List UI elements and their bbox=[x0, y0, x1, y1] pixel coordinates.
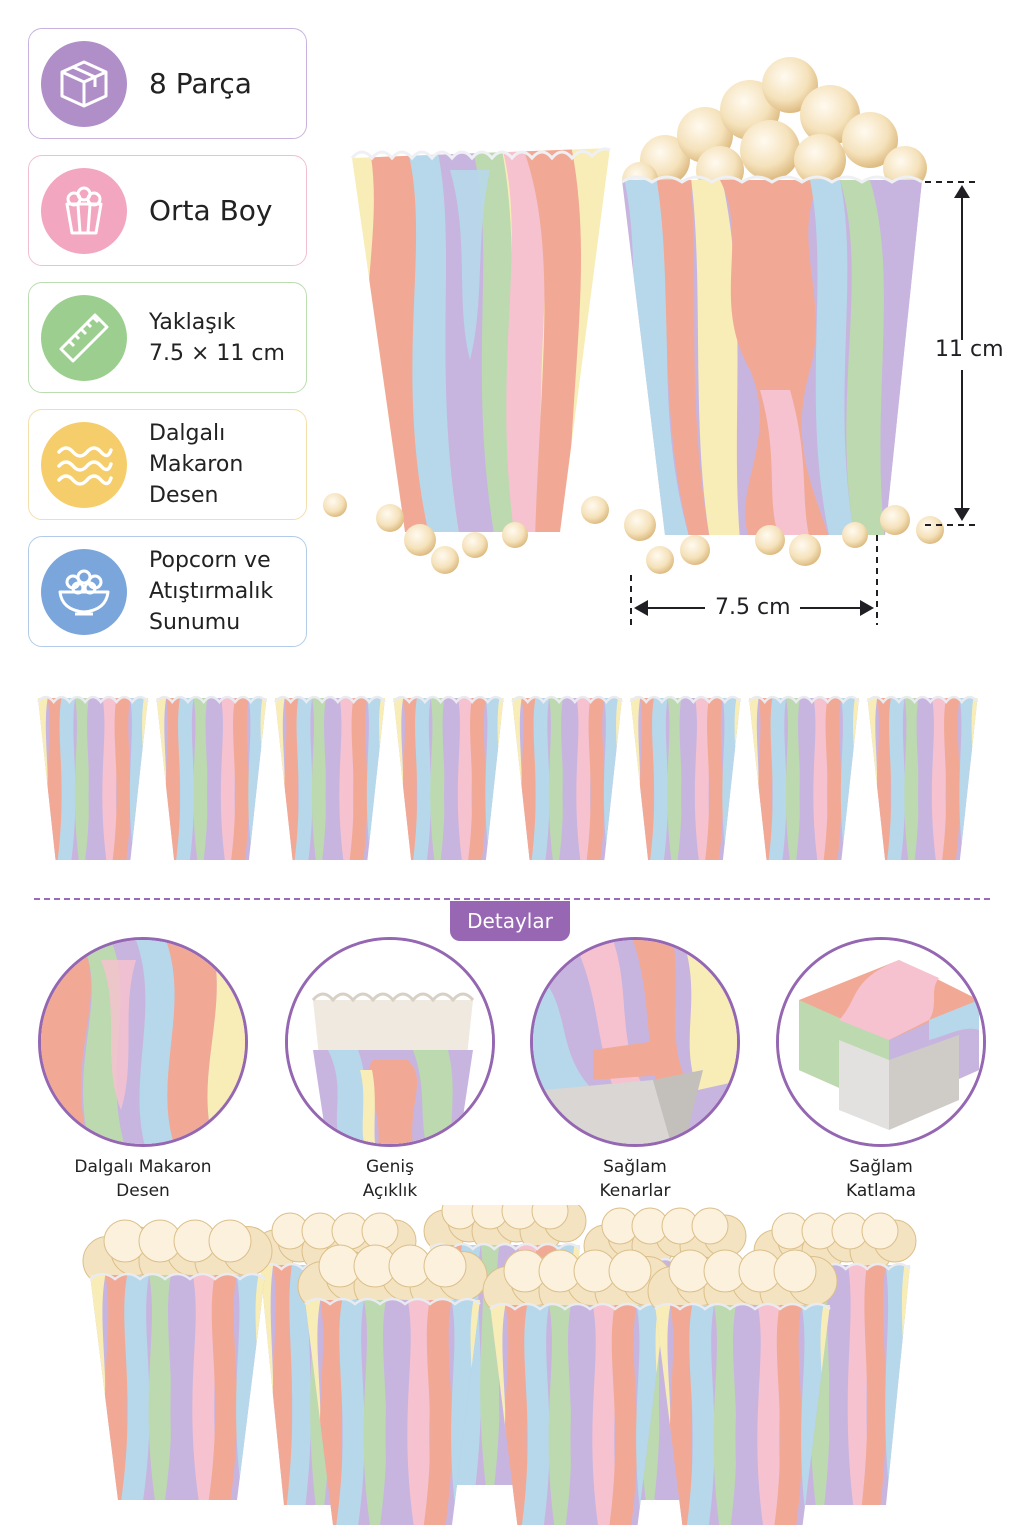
row-box-2 bbox=[155, 695, 268, 860]
row-box-5 bbox=[511, 695, 623, 860]
width-dimension bbox=[630, 535, 878, 625]
feature-label: Orta Boy bbox=[149, 194, 273, 227]
row-box-4 bbox=[392, 695, 505, 860]
set-of-eight-boxes bbox=[28, 690, 996, 865]
detail-image-edges bbox=[530, 937, 740, 1147]
hero-boxes-illustration bbox=[323, 57, 980, 625]
detail-image-folding bbox=[776, 937, 986, 1147]
row-boxes-illustration bbox=[37, 695, 979, 860]
details-title: Detaylar bbox=[450, 901, 570, 941]
width-label: 7.5 cm bbox=[715, 595, 791, 620]
popcorn-top bbox=[753, 1212, 917, 1273]
scattered-popcorn bbox=[323, 493, 944, 574]
feature-card-size: Orta Boy bbox=[28, 155, 307, 266]
wave-icon bbox=[41, 421, 127, 508]
filled-boxes-group bbox=[80, 1192, 950, 1530]
popcorn-top bbox=[297, 1244, 488, 1311]
group-boxes-illustration bbox=[82, 1192, 917, 1530]
popcorn-cup-icon bbox=[41, 167, 127, 254]
row-box-8 bbox=[866, 695, 979, 860]
group-front-box-3 bbox=[482, 1249, 673, 1530]
row-box-7 bbox=[748, 695, 860, 860]
popcorn-top bbox=[82, 1219, 273, 1286]
detail-image-opening bbox=[285, 937, 495, 1147]
hero-product-image: 11 cm 7.5 cm bbox=[310, 40, 1010, 660]
group-front-box-1 bbox=[82, 1219, 273, 1500]
height-dimension bbox=[925, 181, 980, 526]
box-icon bbox=[41, 40, 127, 127]
group-front-box-4 bbox=[647, 1249, 838, 1530]
feature-card-pieces: 8 Parça bbox=[28, 28, 307, 139]
row-box-3 bbox=[274, 695, 386, 860]
row-box-6 bbox=[629, 695, 742, 860]
left-box bbox=[352, 148, 610, 532]
right-box bbox=[622, 180, 922, 535]
feature-label: 8 Parça bbox=[149, 67, 252, 100]
height-label: 11 cm bbox=[935, 337, 1004, 362]
row-box-1 bbox=[37, 695, 149, 860]
details-divider bbox=[34, 898, 990, 900]
detail-image-pattern bbox=[38, 937, 248, 1147]
popcorn-bowl-icon bbox=[41, 548, 127, 635]
ruler-icon bbox=[41, 294, 127, 381]
